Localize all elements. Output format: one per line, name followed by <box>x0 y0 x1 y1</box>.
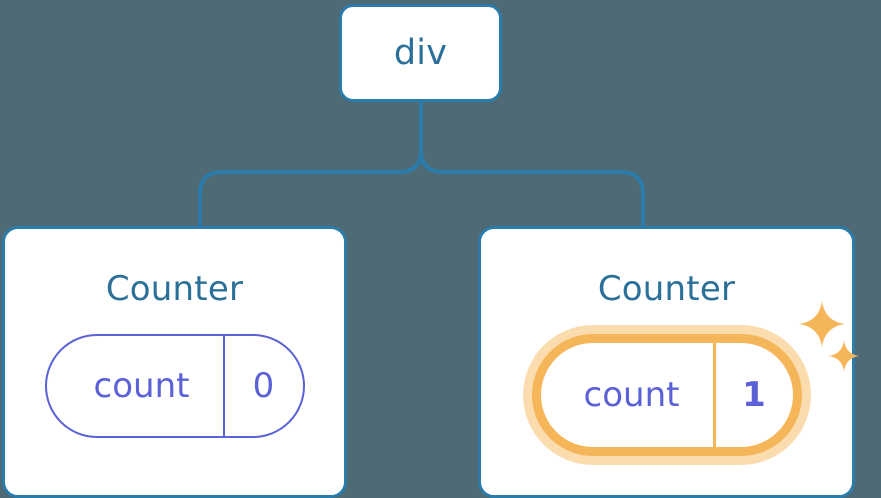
node-div-label: div <box>393 32 448 73</box>
node-counter-right-label: Counter <box>597 269 736 309</box>
sparkle-icon-small <box>828 340 859 372</box>
state-pill-right[interactable]: count 1 <box>531 334 802 456</box>
connector-to-counter-left <box>198 148 423 229</box>
state-value-right: 1 <box>712 343 793 447</box>
connector-to-counter-right <box>419 148 645 229</box>
state-value-left: 0 <box>222 336 303 436</box>
node-div[interactable]: div <box>339 4 502 102</box>
state-key-right: count <box>583 375 680 415</box>
node-counter-left[interactable]: Counter count 0 <box>2 226 347 498</box>
state-pill-right-wrap: count 1 <box>531 300 859 456</box>
sparkles-group <box>798 300 864 386</box>
state-key-left: count <box>93 366 190 406</box>
node-counter-right[interactable]: Counter count 1 <box>478 226 859 498</box>
state-pill-left-wrap: count 0 <box>44 334 305 438</box>
sparkle-icon-large <box>798 300 845 348</box>
state-pill-left[interactable]: count 0 <box>44 334 305 438</box>
node-counter-left-label: Counter <box>105 269 244 309</box>
